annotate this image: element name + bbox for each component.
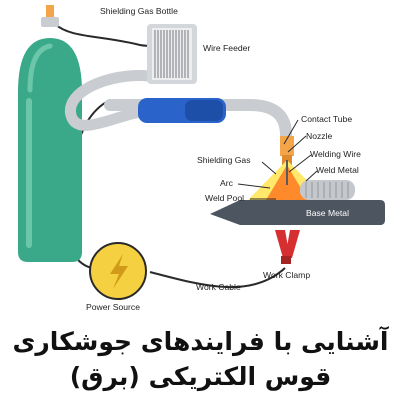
label-contact-tube: Contact Tube — [301, 114, 352, 124]
welding-torch — [104, 98, 294, 165]
caption-line-1: آشنایی با فرایندهای جوشکاری — [12, 327, 389, 356]
label-wire-feeder: Wire Feeder — [203, 43, 250, 53]
work-cable — [149, 267, 286, 289]
label-arc: Arc — [220, 178, 234, 188]
power-source-icon — [89, 242, 147, 300]
gas-hose — [54, 23, 156, 47]
work-clamp-icon — [275, 230, 300, 264]
label-weld-metal: Weld Metal — [316, 165, 359, 175]
label-power-source: Power Source — [86, 302, 140, 312]
label-welding-wire: Welding Wire — [310, 149, 361, 159]
gas-cylinder — [18, 5, 82, 262]
label-shielding-gas: Shielding Gas — [197, 155, 251, 165]
label-base-metal: Base Metal — [306, 208, 349, 218]
label-weld-pool: Weld Pool — [205, 193, 244, 203]
label-nozzle: Nozzle — [306, 131, 332, 141]
wire-feeder-spool — [147, 24, 197, 84]
caption-line-2: قوس الکتریکی (برق) — [69, 362, 332, 391]
base-metal-plate — [210, 200, 385, 225]
label-work-cable: Work Cable — [196, 282, 241, 292]
torch-hose — [65, 70, 166, 131]
weld-metal-bead — [300, 180, 355, 200]
label-shielding-gas-bottle: Shielding Gas Bottle — [100, 6, 178, 16]
label-work-clamp: Work Clamp — [263, 270, 310, 280]
